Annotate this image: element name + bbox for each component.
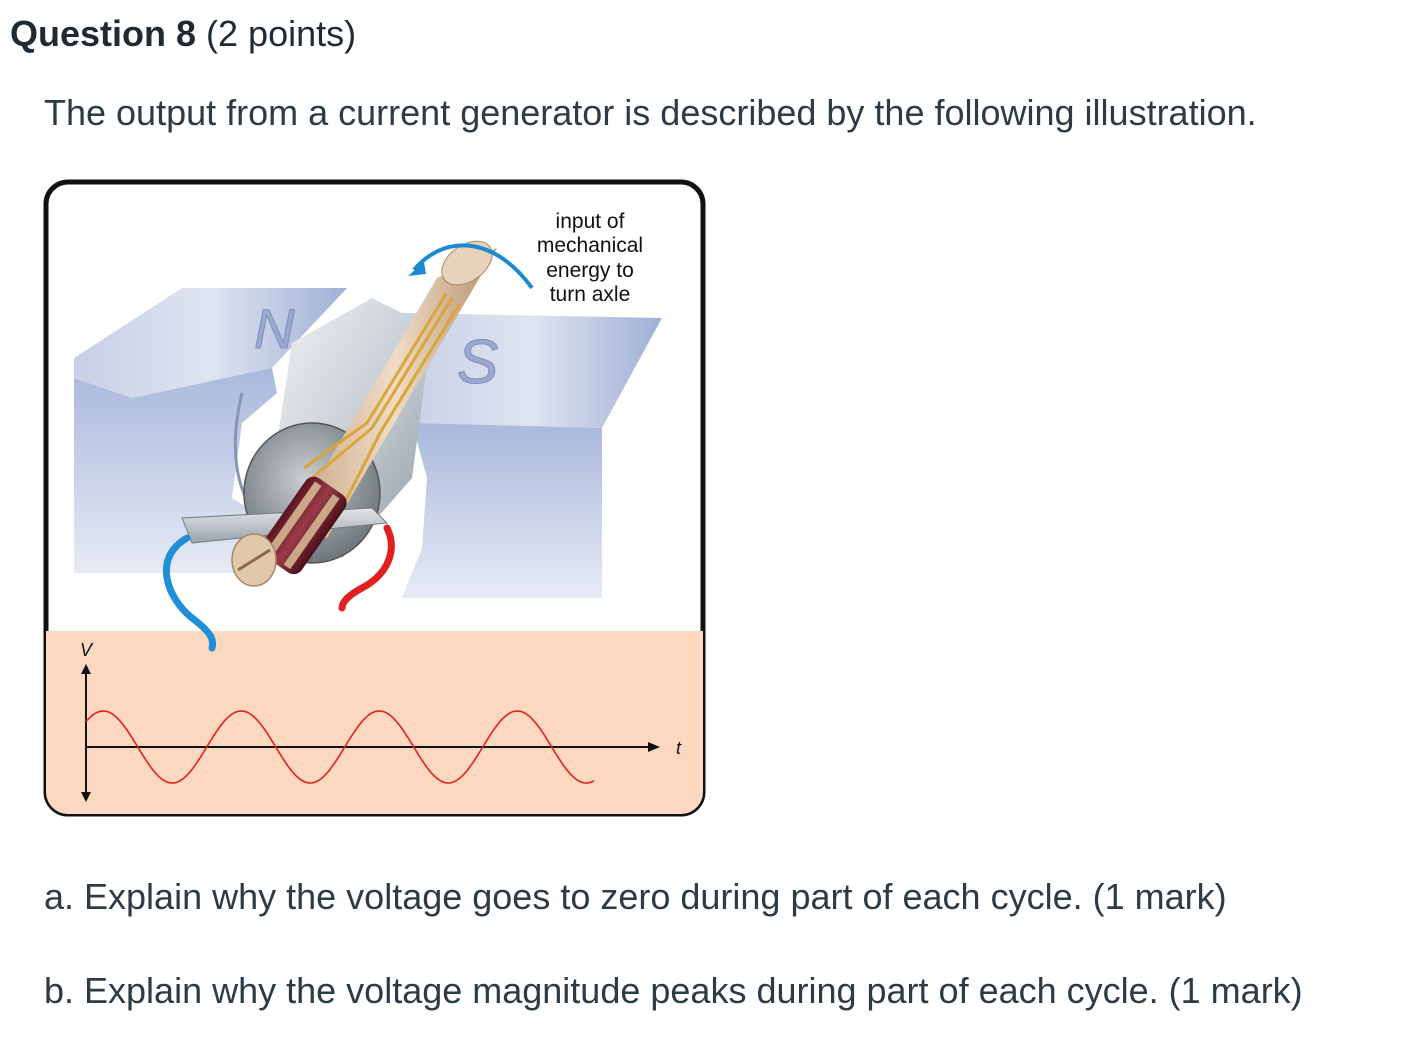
slip-rings [260, 476, 347, 575]
coil-wires [303, 293, 462, 509]
rotation-arrow [412, 243, 534, 290]
question-part-b: b. Explain why the voltage magnitude pea… [44, 970, 1303, 1011]
generator-figure-svg: N S [43, 179, 706, 817]
south-label: S [457, 328, 498, 397]
red-wire [338, 524, 395, 612]
caption-line-3: energy to [546, 259, 634, 282]
voltage-axis-label: V [80, 640, 94, 660]
axle-end-cap [231, 533, 277, 587]
caption-line-2: mechanical [537, 234, 643, 257]
voltage-graph [81, 664, 660, 802]
graph-background [46, 631, 703, 814]
caption-line-1: input of [556, 210, 625, 233]
question-title: Question 8 [10, 13, 197, 54]
blue-wire [163, 534, 217, 652]
question-header: Question 8 (2 points) [10, 12, 356, 56]
question-points: (2 points) [206, 13, 357, 54]
voltage-wave [85, 710, 595, 784]
caption-line-4: turn axle [550, 283, 631, 306]
north-label: N [254, 297, 295, 360]
generator-illustration: N S [42, 178, 707, 818]
question-prompt: The output from a current generator is d… [44, 92, 1257, 133]
mechanical-energy-caption: input of mechanical energy to turn axle [537, 210, 643, 306]
question-part-a: a. Explain why the voltage goes to zero … [44, 876, 1227, 917]
south-magnet [402, 313, 662, 598]
time-axis-label: t [676, 738, 682, 758]
